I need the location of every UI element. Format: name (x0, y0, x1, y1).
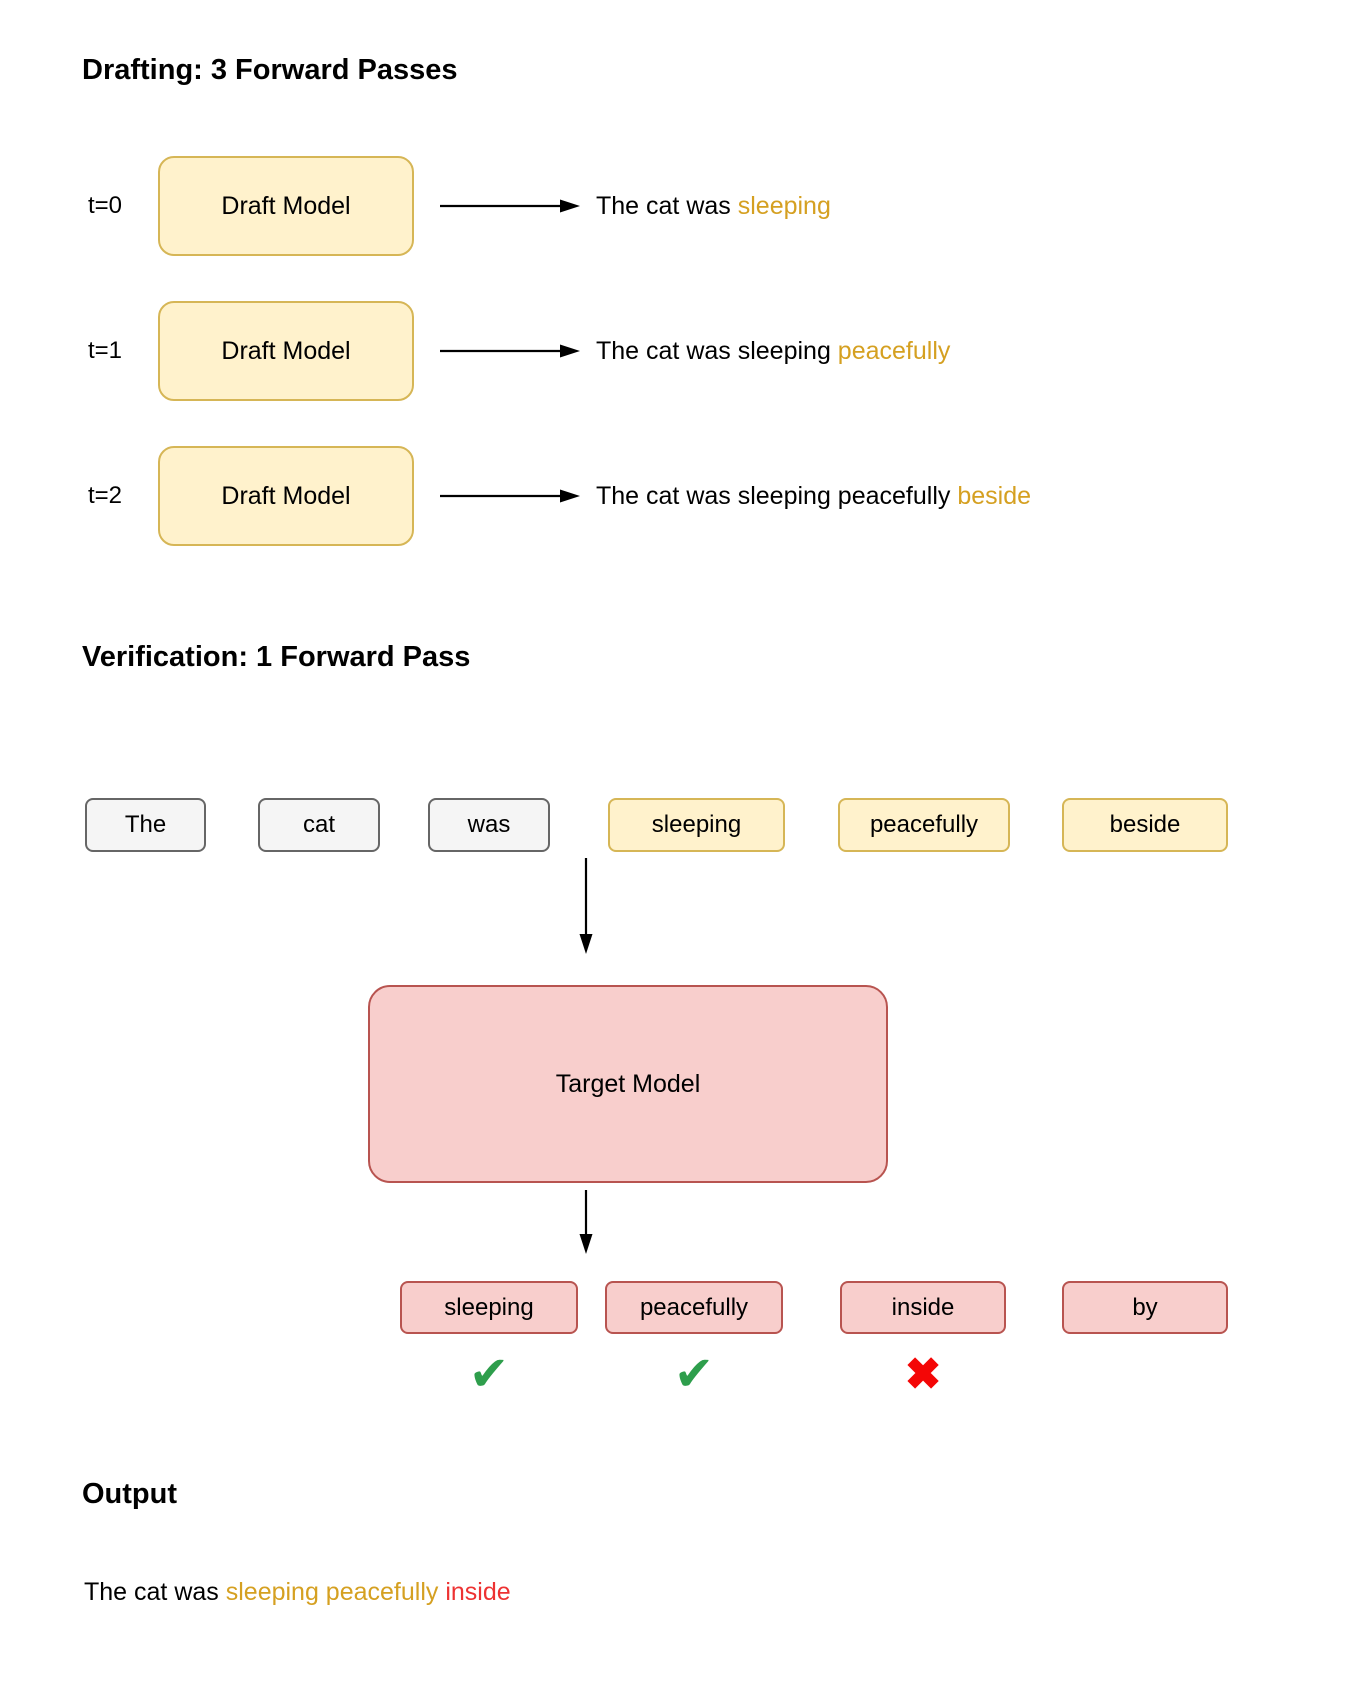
draft-model-box: Draft Model (158, 446, 414, 546)
target-model-box: Target Model (368, 985, 888, 1183)
output-token-peacefully: peacefully (605, 1281, 783, 1334)
draft-sentence: The cat was sleeping peacefully beside (596, 446, 1031, 546)
draft-model-box: Draft Model (158, 156, 414, 256)
draft-sentence: The cat was sleeping (596, 156, 831, 256)
input-token-the: The (85, 798, 206, 852)
output-sentence: The cat was sleeping peacefully inside (84, 1578, 511, 1607)
target-model-label: Target Model (555, 1069, 701, 1098)
draft-sentence: The cat was sleeping peacefully (596, 301, 950, 401)
draft-model-box: Draft Model (158, 301, 414, 401)
draft-row-t1: t=1 Draft Model The cat was sleeping pea… (0, 301, 1358, 401)
cross-icon: ✖ (904, 1349, 942, 1399)
arrow-down-icon (578, 1190, 594, 1259)
verdict-mark-inside: ✖ (878, 1342, 968, 1406)
draft-model-label: Draft Model (221, 336, 351, 365)
input-token-sleeping: sleeping (608, 798, 785, 852)
arrow-right-icon (440, 446, 580, 546)
time-label: t=0 (88, 192, 123, 219)
draft-row-t2: t=2 Draft Model The cat was sleeping pea… (0, 446, 1358, 546)
output-prefix: The cat was (84, 1578, 226, 1606)
draft-row-t0: t=0 Draft Model The cat was sleeping (0, 156, 1358, 256)
arrow-right-icon (440, 301, 580, 401)
verdict-mark-peacefully: ✔ (649, 1342, 739, 1406)
sentence-new-token: peacefully (837, 336, 951, 365)
output-token-inside: inside (840, 1281, 1006, 1334)
sentence-prefix: The cat was sleeping (596, 336, 838, 365)
check-icon: ✔ (468, 1348, 510, 1401)
time-label: t=1 (88, 337, 123, 364)
arrow-right-icon (440, 156, 580, 256)
output-title: Output (82, 1478, 178, 1510)
sentence-prefix: The cat was sleeping peacefully (596, 481, 958, 510)
input-token-peacefully: peacefully (838, 798, 1010, 852)
arrow-down-icon (578, 858, 594, 959)
sentence-prefix: The cat was (596, 191, 738, 220)
output-corrected-token: inside (445, 1578, 511, 1606)
draft-model-label: Draft Model (221, 191, 351, 220)
check-icon: ✔ (673, 1348, 715, 1401)
output-token-by: by (1062, 1281, 1228, 1334)
verification-title: Verification: 1 Forward Pass (82, 641, 471, 673)
draft-model-label: Draft Model (221, 481, 351, 510)
input-token-was: was (428, 798, 550, 852)
drafting-title: Drafting: 3 Forward Passes (82, 54, 458, 86)
sentence-new-token: sleeping (737, 191, 831, 220)
output-accepted-tokens: sleeping peacefully (225, 1578, 446, 1606)
input-token-beside: beside (1062, 798, 1228, 852)
verdict-mark-sleeping: ✔ (444, 1342, 534, 1406)
output-token-sleeping: sleeping (400, 1281, 578, 1334)
input-token-cat: cat (258, 798, 380, 852)
sentence-new-token: beside (957, 481, 1031, 510)
time-label: t=2 (88, 482, 123, 509)
